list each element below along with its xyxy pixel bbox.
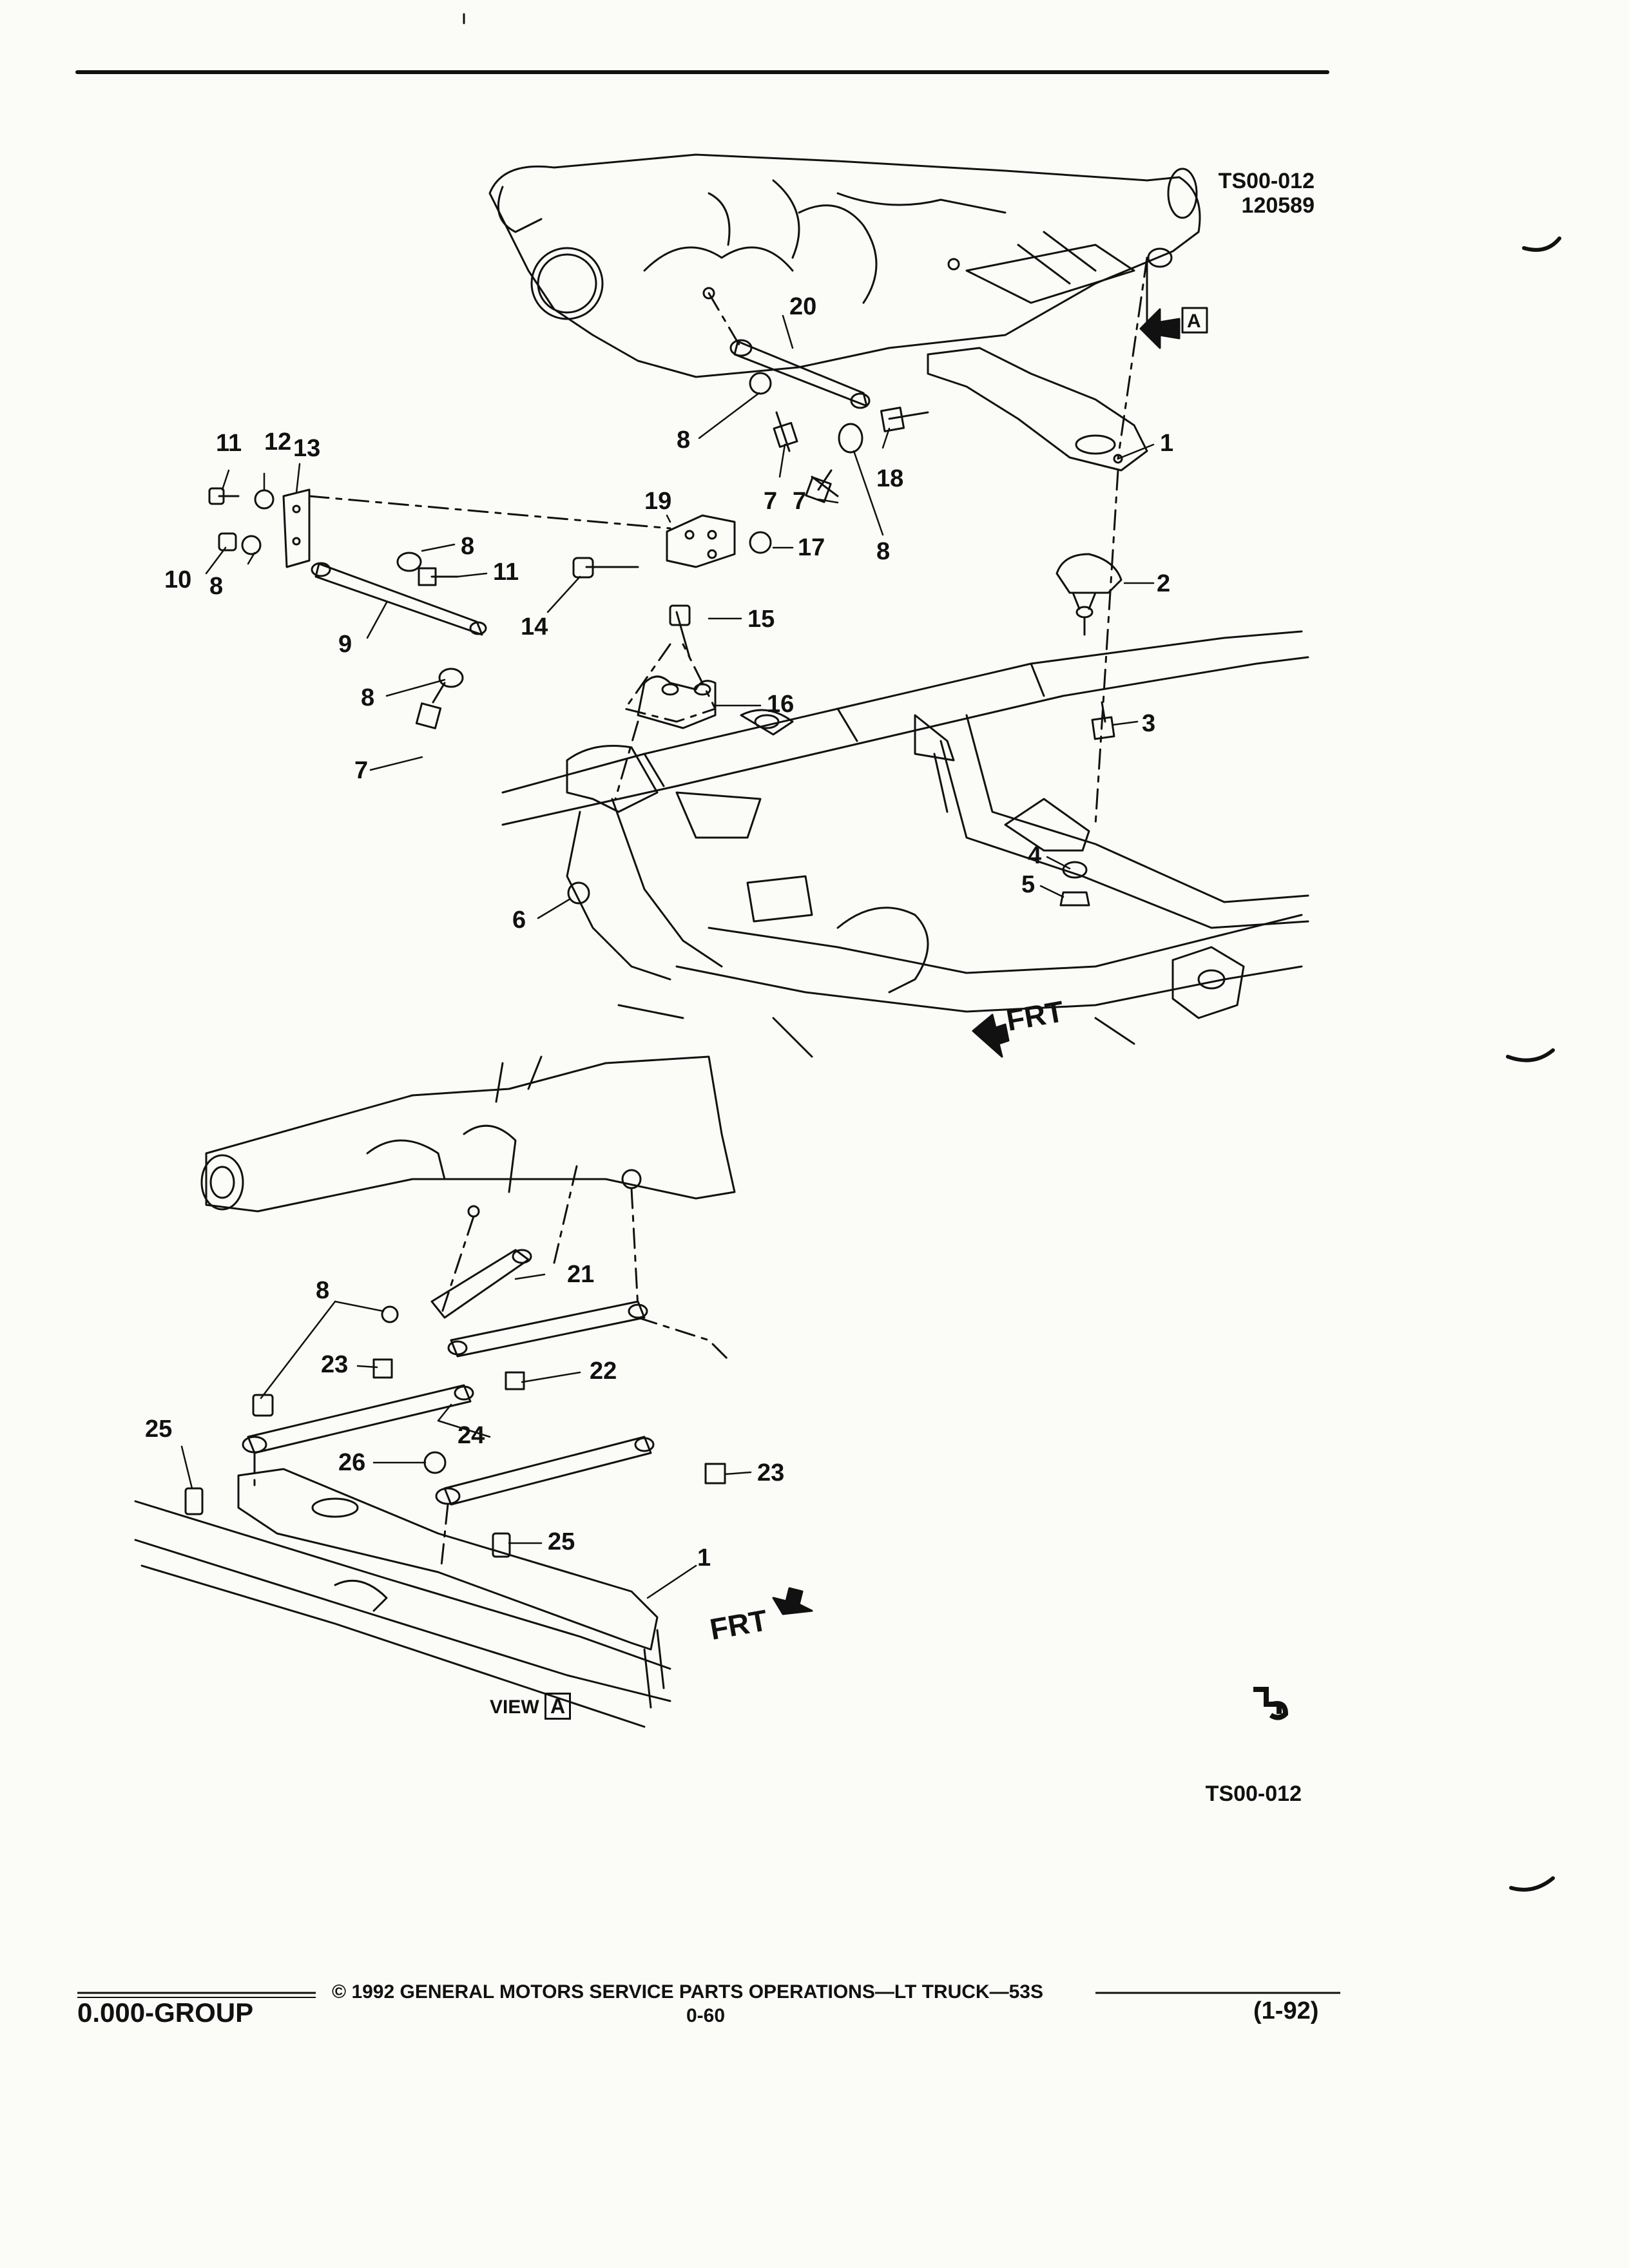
callout-11b: 11	[493, 559, 519, 586]
callout-6: 6	[512, 907, 526, 934]
callout-25a: 25	[145, 1416, 172, 1443]
callout-9: 9	[338, 631, 352, 658]
callout-14: 14	[521, 613, 548, 640]
callout-8b: 8	[876, 538, 890, 565]
view-label: VIEW A	[490, 1693, 572, 1720]
front-label-upper: FRT	[1004, 994, 1066, 1037]
callout-1-lower: 1	[697, 1544, 711, 1571]
callout-8a: 8	[677, 427, 690, 454]
callout-17: 17	[798, 534, 825, 561]
callout-22: 22	[590, 1358, 617, 1385]
callout-23a: 23	[321, 1351, 348, 1378]
callout-25b: 25	[548, 1528, 575, 1555]
front-arrow-upper	[972, 1014, 1010, 1058]
callout-8f: 8	[316, 1277, 329, 1304]
callout-20: 20	[789, 293, 816, 320]
callout-2: 2	[1157, 570, 1170, 597]
footer-revision: (1-92)	[1253, 1997, 1319, 2024]
illustration-code: TS00-012 120589	[1192, 169, 1315, 218]
strut-20	[729, 339, 871, 409]
bottom-illustration-code: TS00-012	[1205, 1782, 1302, 1806]
callout-13: 13	[293, 435, 320, 462]
footer-group: 0.000-GROUP	[77, 1997, 254, 2028]
callout-1: 1	[1160, 430, 1173, 457]
callout-21: 21	[567, 1261, 594, 1288]
callout-23b: 23	[757, 1459, 784, 1486]
mount-2	[1055, 553, 1123, 636]
transmission-lower	[200, 1055, 736, 1218]
callout-15: 15	[747, 606, 775, 633]
callout-3: 3	[1142, 710, 1155, 737]
callout-8c: 8	[209, 573, 223, 600]
crossmember-1-upper	[927, 347, 1148, 472]
callout-11a: 11	[216, 430, 242, 457]
strut-21	[430, 1249, 648, 1358]
front-arrow-lower	[772, 1587, 813, 1615]
strut-9	[311, 562, 487, 636]
front-label-lower: FRT	[708, 1603, 770, 1646]
callout-24: 24	[458, 1422, 485, 1449]
footer-copyright: © 1992 GENERAL MOTORS SERVICE PARTS OPER…	[332, 1981, 1043, 2003]
view-a-box-letter: A	[1187, 311, 1201, 332]
callout-10: 10	[164, 566, 191, 593]
callout-8d: 8	[461, 533, 474, 560]
callout-26: 26	[338, 1449, 365, 1476]
bracket-13	[282, 488, 311, 568]
callout-4: 4	[1028, 842, 1041, 869]
view-a-arrow	[1139, 307, 1208, 349]
view-label-text: VIEW	[490, 1696, 539, 1718]
bracket-19	[666, 514, 736, 568]
leader-lines	[180, 314, 1155, 1599]
illustration-date: 120589	[1241, 193, 1315, 218]
strut-24	[242, 1384, 655, 1506]
callout-8e: 8	[361, 684, 374, 711]
callout-7c: 7	[793, 488, 806, 515]
callout-5: 5	[1021, 871, 1035, 898]
callout-7a: 7	[764, 488, 777, 515]
callout-18: 18	[876, 465, 903, 492]
callout-7b: 7	[354, 757, 368, 784]
frame-upper	[501, 630, 1309, 1058]
illustration-number: TS00-012	[1218, 169, 1315, 193]
view-label-box: A	[545, 1693, 572, 1720]
publisher-mark-icon	[1253, 1687, 1289, 1720]
callout-12: 12	[264, 428, 291, 456]
crossmember-1-lower	[134, 1468, 671, 1728]
transmission-upper	[488, 153, 1201, 378]
footer-page-number: 0-60	[686, 2005, 726, 2026]
callout-16: 16	[767, 691, 794, 718]
callout-19: 19	[644, 488, 671, 515]
